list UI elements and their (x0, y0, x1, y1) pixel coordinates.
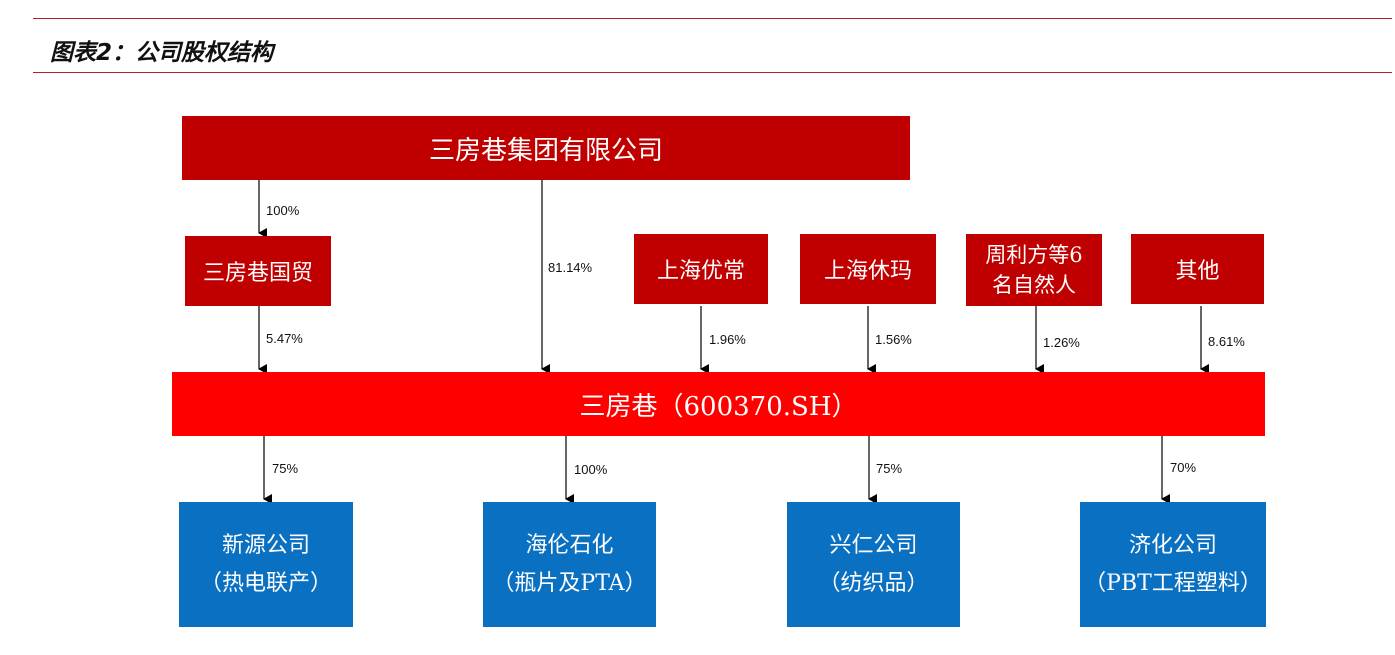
pct-company-to-xingren: 75% (876, 461, 903, 476)
caption-rule (33, 72, 1392, 73)
subsidiary-business: （热电联产） (199, 570, 332, 596)
subsidiary-name: 济化公司 (1128, 532, 1217, 558)
shareholder-name-line2: 名自然人 (992, 273, 1076, 297)
pct-guomao-to-company: 5.47% (266, 331, 303, 346)
pct-persons-to-company: 1.26% (1043, 335, 1080, 350)
subsidiary-xinyuan: 新源公司 （热电联产） (179, 502, 353, 627)
subsidiary-business: （纺织品） (818, 570, 929, 596)
shareholder-name: 上海优常 (656, 259, 745, 284)
subsidiary-business: （瓶片及PTA） (492, 570, 647, 596)
shareholder-guomao: 三房巷国贸 (185, 236, 331, 306)
pct-company-to-hailun: 100% (574, 462, 608, 477)
shareholder-name: 其他 (1175, 259, 1220, 284)
shareholder-youchang: 上海优常 (634, 234, 768, 304)
pct-parent-to-guomao: 100% (266, 203, 300, 218)
shareholder-natural-persons: 周利方等6 名自然人 (966, 234, 1102, 306)
subsidiary-name: 海伦石化 (525, 532, 614, 558)
figure-caption: 图表2：公司股权结构 (50, 40, 274, 66)
pct-company-to-jihua: 70% (1170, 460, 1197, 475)
shareholder-name: 三房巷国贸 (202, 261, 313, 286)
shareholder-xiuma: 上海休玛 (800, 234, 936, 304)
parent-node: 三房巷集团有限公司 (182, 116, 910, 180)
subsidiary-name: 兴仁公司 (829, 532, 918, 558)
pct-xiuma-to-company: 1.56% (875, 332, 912, 347)
company-node: 三房巷（600370.SH） (172, 372, 1265, 436)
subsidiary-jihua: 济化公司 （PBT工程塑料） (1080, 502, 1266, 627)
subsidiary-business: （PBT工程塑料） (1084, 570, 1262, 596)
pct-company-to-xinyuan: 75% (272, 461, 299, 476)
top-rule (33, 18, 1392, 19)
parent-name: 三房巷集团有限公司 (428, 135, 663, 166)
pct-parent-to-company: 81.14% (548, 260, 593, 275)
shareholder-name-line1: 周利方等6 (985, 243, 1083, 267)
pct-others-to-company: 8.61% (1208, 334, 1245, 349)
pct-youchang-to-company: 1.96% (709, 332, 746, 347)
subsidiary-xingren: 兴仁公司 （纺织品） (787, 502, 960, 627)
subsidiary-name: 新源公司 (221, 532, 310, 558)
subsidiary-hailun: 海伦石化 （瓶片及PTA） (483, 502, 656, 627)
shareholder-others: 其他 (1131, 234, 1264, 304)
shareholder-name: 上海休玛 (823, 259, 912, 284)
company-name: 三房巷（600370.SH） (579, 391, 858, 422)
